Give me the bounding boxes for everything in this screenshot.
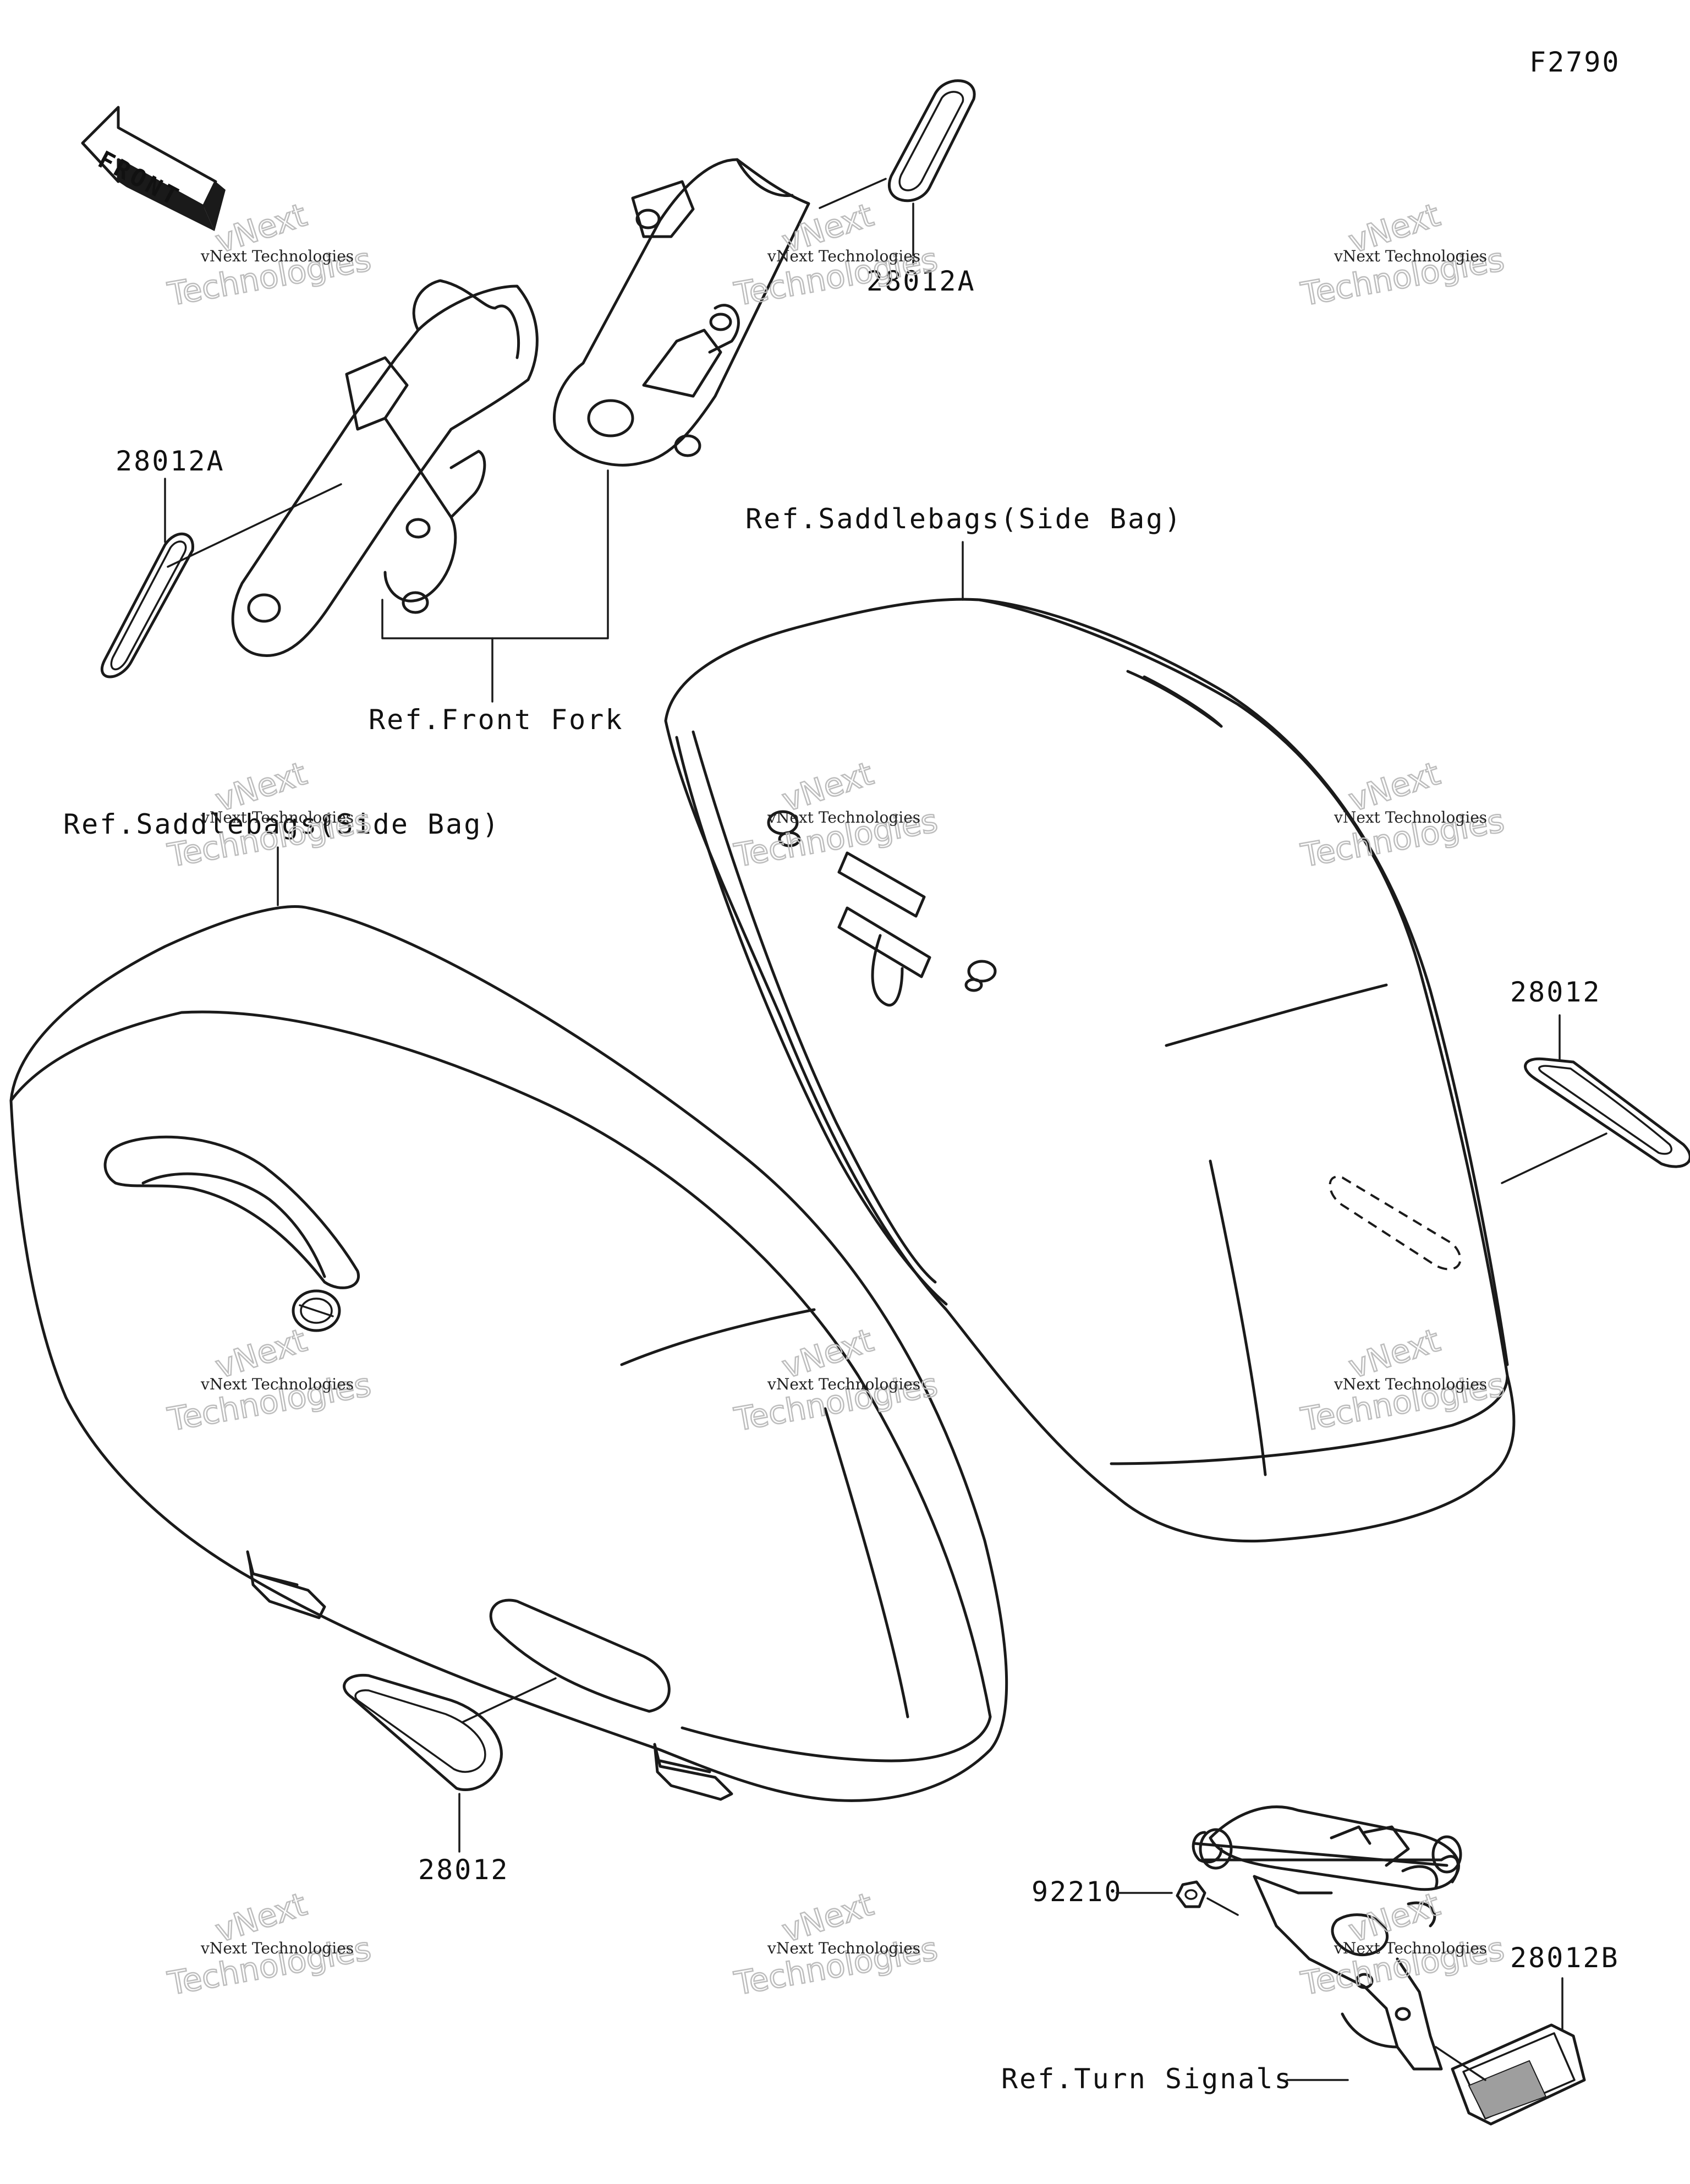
label-28012a-right: 28012A [866, 265, 976, 297]
front-fork-ref-bracket [381, 469, 609, 703]
watermark-11: vNext Technologies vNext Technologies [731, 1885, 941, 2003]
leader-reflector-left [461, 1677, 557, 1723]
svg-text:vNext Technologies: vNext Technologies [200, 1939, 354, 1957]
svg-text:vNext Technologies: vNext Technologies [1334, 808, 1487, 826]
label-28012a-left: 28012A [116, 445, 225, 477]
svg-text:vNext Technologies: vNext Technologies [767, 1375, 920, 1393]
reflector-28012-right [1524, 1057, 1690, 1168]
watermark-5: vNext Technologies vNext Technologies [731, 754, 941, 875]
front-fork-left [231, 279, 539, 657]
saddlebag-right [664, 598, 1516, 1543]
leader-rear-reflector [1435, 2046, 1486, 2081]
watermark-8: vNext Technologies vNext Technologies [731, 1321, 941, 1439]
svg-text:vNext Technologies: vNext Technologies [767, 808, 920, 826]
leader-fork-right [819, 178, 887, 209]
svg-text:vNext Technologies: vNext Technologies [200, 808, 354, 826]
watermark-10: vNext Technologies vNext Technologies [164, 1885, 374, 2003]
watermark-3: vNext Technologies vNext Technologies [1297, 195, 1507, 314]
turn-signal-bracket [1192, 1805, 1462, 2071]
front-arrow-icon: FRONT [81, 106, 226, 231]
watermark-9: vNext Technologies vNext Technologies [1297, 1321, 1507, 1439]
svg-text:vNext Technologies: vNext Technologies [767, 247, 920, 265]
reflector-28012a-right [888, 79, 976, 202]
front-fork-right [552, 158, 810, 467]
watermark-12: vNext Technologies vNext Technologies [1297, 1885, 1507, 2003]
watermark-7: vNext Technologies vNext Technologies [164, 1321, 374, 1439]
leader-reflector-right [1501, 1132, 1607, 1184]
svg-text:vNext Technologies: vNext Technologies [767, 1939, 920, 1957]
label-turn-signals-ref: Ref.Turn Signals [1001, 2063, 1293, 2095]
label-reflector-left: 28012 [418, 1854, 509, 1886]
svg-text:vNext Technologies: vNext Technologies [200, 247, 354, 265]
svg-text:vNext Technologies: vNext Technologies [1334, 1939, 1487, 1957]
svg-text:vNext Technologies: vNext Technologies [1334, 1375, 1487, 1393]
label-reflector-right: 28012 [1510, 976, 1601, 1008]
diagram-code: F2790 [1529, 46, 1621, 78]
label-saddlebag-right-ref: Ref.Saddlebags(Side Bag) [745, 503, 1182, 535]
label-saddlebag-left-ref: Ref.Saddlebags(Side Bag) [63, 808, 500, 840]
reflector-28012-left [343, 1673, 503, 1792]
svg-text:vNext Technologies: vNext Technologies [1334, 247, 1487, 265]
reflector-28012b [1451, 2023, 1586, 2126]
label-front-fork-ref: Ref.Front Fork [369, 704, 623, 736]
leader-nut-to-bracket [1206, 1897, 1239, 1916]
leader-fork-left [167, 483, 342, 568]
nut-92210 [1176, 1880, 1206, 1908]
saddlebag-left [9, 905, 1008, 1802]
label-rear-reflector: 28012B [1510, 1942, 1620, 1974]
watermark-6: vNext Technologies vNext Technologies [1297, 754, 1507, 875]
label-nut: 92210 [1031, 1876, 1123, 1908]
reflector-28012a-left [100, 532, 194, 678]
svg-text:vNext Technologies: vNext Technologies [200, 1375, 354, 1393]
